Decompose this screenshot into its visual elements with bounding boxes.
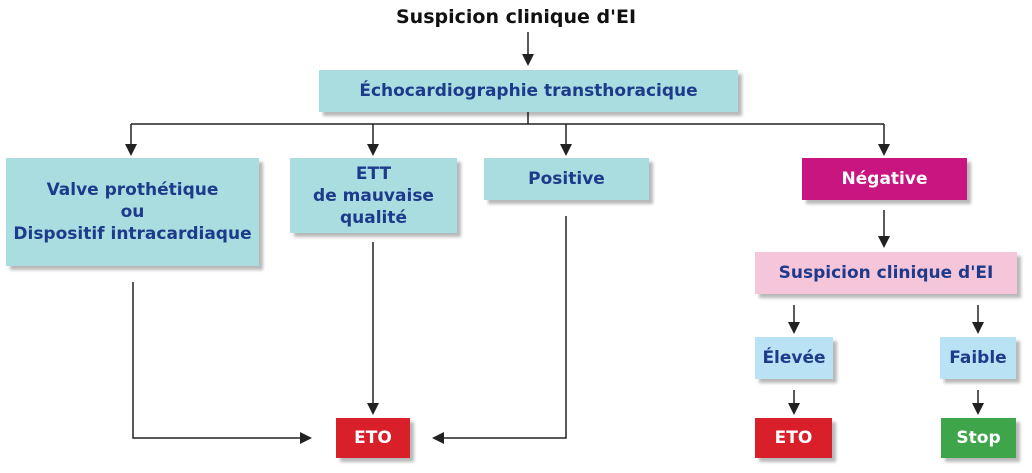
- suspicion-label: Suspicion clinique d'EI: [778, 263, 994, 283]
- clinical-suspicion-box: Suspicion clinique d'EI: [755, 252, 1017, 294]
- positive-box: Positive: [484, 158, 649, 200]
- valve-line-2: ou: [120, 202, 145, 222]
- prosthetic-valve-box: Valve prothétique ou Dispositif intracar…: [6, 158, 259, 266]
- poor-line-3: qualité: [339, 207, 408, 228]
- elevated-label: Élevée: [762, 348, 826, 368]
- elevated-box: Élevée: [755, 337, 833, 379]
- negative-box: Négative: [802, 158, 967, 200]
- poor-line-2: de mauvaise: [313, 185, 434, 206]
- valve-line-3: Dispositif intracardiaque: [13, 224, 252, 244]
- stop-box: Stop: [941, 418, 1016, 458]
- eto-right-label: ETO: [774, 428, 813, 448]
- low-box: Faible: [940, 337, 1016, 379]
- diagram-title: Suspicion clinique d'EI: [395, 6, 637, 28]
- eto-box-left: ETO: [336, 418, 410, 458]
- positive-label: Positive: [528, 169, 605, 189]
- poor-quality-ett-box: ETT de mauvaise qualité: [290, 158, 457, 233]
- negative-label: Négative: [841, 169, 928, 189]
- stop-label: Stop: [956, 428, 1001, 448]
- low-label: Faible: [949, 348, 1007, 368]
- arrow-valve-to-eto: [132, 282, 312, 444]
- valve-line-1: Valve prothétique: [46, 180, 219, 200]
- ett-label: Échocardiographie transthoracique: [359, 81, 698, 101]
- eto-left-label: ETO: [354, 428, 392, 448]
- ett-box: Échocardiographie transthoracique: [319, 70, 738, 112]
- arrow-positive-to-eto: [432, 216, 567, 444]
- poor-line-1: ETT: [355, 163, 392, 184]
- eto-box-right: ETO: [755, 418, 832, 458]
